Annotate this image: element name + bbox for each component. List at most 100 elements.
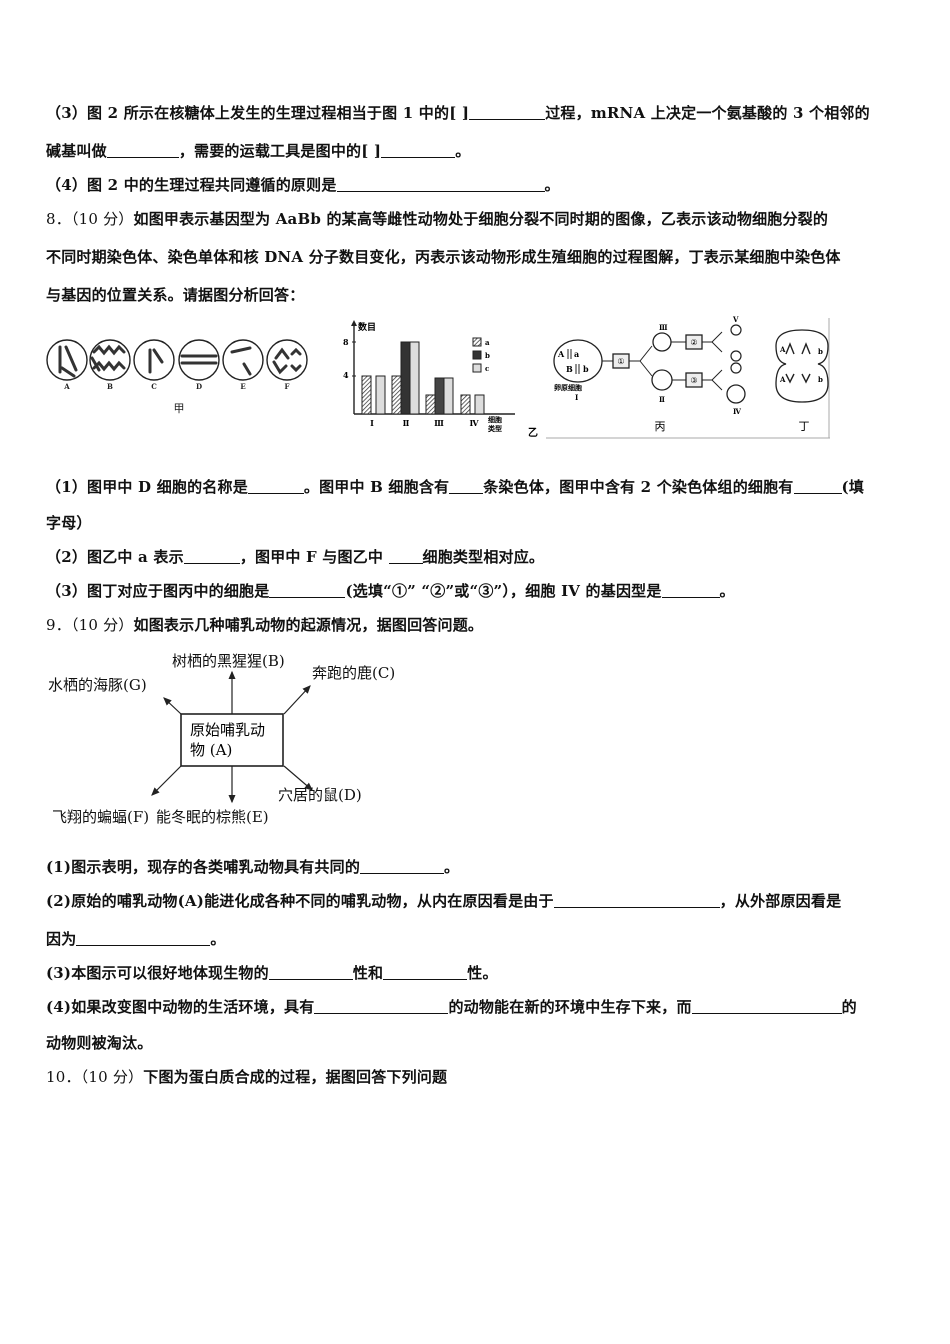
text: 细胞类型相对应。 [422, 548, 545, 566]
text: 的 [841, 998, 857, 1016]
svg-text:B: B [107, 382, 113, 391]
svg-text:a: a [485, 338, 490, 347]
svg-text:A: A [779, 375, 786, 384]
answer-blank[interactable] [469, 105, 546, 120]
svg-text:Ⅰ: Ⅰ [575, 393, 578, 402]
svg-text:Ⅴ: Ⅴ [732, 316, 739, 324]
figure-jia-cell-division: A B C D E F 甲 [46, 339, 308, 415]
text: 。 [210, 930, 226, 948]
svg-text:①: ① [617, 357, 624, 366]
figure-caption: 丁 [799, 420, 810, 433]
text: 的动物能在新的环境中生存下来，而 [448, 998, 692, 1016]
figure-caption: 乙 [528, 427, 538, 439]
text: (填 [841, 478, 865, 496]
svg-text:Ⅱ: Ⅱ [403, 418, 410, 428]
text: ，图甲中 F 与图乙中 [239, 548, 389, 566]
text: (4)如果改变图中动物的生活环境，具有 [46, 998, 315, 1016]
svg-text:奔跑的鹿(C): 奔跑的鹿(C) [312, 664, 395, 682]
answer-blank[interactable] [269, 583, 346, 598]
svg-text:Ⅳ: Ⅳ [469, 418, 479, 428]
q9-sub2-line2: 因为 。 [46, 928, 226, 949]
text: 碱基叫做 [46, 142, 107, 160]
text: 。 [455, 142, 471, 160]
answer-blank[interactable] [314, 999, 449, 1014]
svg-text:穴居的鼠(D): 穴居的鼠(D) [278, 786, 362, 804]
answer-blank[interactable] [691, 999, 842, 1014]
q9-sub3: (3)本图示可以很好地体现生物的 性和 性。 [46, 962, 498, 983]
text: 条染色体，图甲中含有 2 个染色体组的细胞有 [483, 478, 794, 496]
answer-blank[interactable] [183, 549, 240, 564]
q7-sub3-line1: （3）图 2 所示在核糖体上发生的生理过程相当于图 1 中的[ ] 过程，mRNA… [46, 102, 870, 123]
text: 性和 [352, 964, 384, 982]
figure-mammal-origin-diagram: 原始哺乳动 物 (A) 树栖的黑猩猩(B) 奔跑的鹿(C) 水栖的海豚(G) 穴… [48, 652, 395, 826]
svg-text:能冬眠的棕熊(E): 能冬眠的棕熊(E) [156, 808, 269, 826]
answer-blank[interactable] [383, 965, 468, 980]
svg-text:卵原细胞: 卵原细胞 [554, 383, 582, 392]
q8-sub3: （3）图丁对应于图丙中的细胞是(选填“①” “②”或“③”），细胞 IV 的基因… [46, 580, 735, 601]
svg-text:原始哺乳动: 原始哺乳动 [190, 721, 265, 739]
svg-text:b: b [485, 351, 490, 360]
text: ，从外部原因看是 [719, 892, 842, 910]
q9-sub4: (4)如果改变图中动物的生活环境，具有 的动物能在新的环境中生存下来，而 的 [46, 996, 857, 1017]
svg-text:8: 8 [343, 337, 349, 347]
text: （3）图丁对应于图丙中的细胞是 [46, 582, 270, 600]
text: 。 [719, 582, 735, 600]
answer-blank[interactable] [661, 583, 720, 598]
q8-stem-line2: 不同时期染色体、染色单体和核 DNA 分子数目变化，丙表示该动物形成生殖细胞的过… [46, 246, 841, 267]
answer-blank[interactable] [106, 143, 179, 158]
svg-text:Ⅲ: Ⅲ [434, 418, 444, 428]
answer-blank[interactable] [247, 479, 304, 494]
text: 过程，mRNA 上决定一个氨基酸的 3 个相邻的 [545, 104, 870, 122]
answer-blank[interactable] [360, 859, 445, 874]
text: 性。 [467, 964, 498, 982]
text: 字母） [46, 514, 92, 532]
svg-text:E: E [240, 382, 245, 391]
q8-sub1: （1）图甲中 D 细胞的名称是。图甲中 B 细胞含有条染色体，图甲中含有 2 个… [46, 476, 864, 497]
answer-blank[interactable] [336, 177, 545, 192]
question-number: 8．（10 分） [46, 210, 134, 228]
text: （1）图甲中 D 细胞的名称是 [46, 478, 248, 496]
text: 。 [544, 176, 560, 194]
text: 不同时期染色体、染色单体和核 DNA 分子数目变化，丙表示该动物形成生殖细胞的过… [46, 248, 841, 266]
svg-text:Ⅲ: Ⅲ [659, 323, 668, 332]
svg-text:A: A [779, 345, 786, 354]
text: 因为 [46, 930, 77, 948]
text: （2）图乙中 a 表示 [46, 548, 184, 566]
text: 下图为蛋白质合成的过程，据图回答下列问题 [143, 1068, 448, 1086]
question-number: 9．（10 分） [46, 616, 134, 634]
figure-yi-bar-chart: 数目 8 4 Ⅰ Ⅱ Ⅲ Ⅳ 细胞 类型 a b c 乙 [343, 320, 538, 439]
text: (2)原始的哺乳动物(A)能进化成各种不同的哺乳动物，从内在原因看是由于 [46, 892, 554, 910]
text: （3）图 2 所示在核糖体上发生的生理过程相当于图 1 中的[ ] [46, 104, 470, 122]
answer-blank[interactable] [553, 893, 720, 908]
svg-text:C: C [151, 382, 157, 391]
q7-sub4: （4）图 2 中的生理过程共同遵循的原则是 。 [46, 174, 560, 195]
text: 与基因的位置关系。请据图分析回答： [46, 286, 305, 304]
svg-text:数目: 数目 [358, 321, 376, 333]
text: （4）图 2 中的生理过程共同遵循的原则是 [46, 176, 337, 194]
svg-text:b: b [818, 375, 823, 384]
answer-blank[interactable] [268, 965, 353, 980]
svg-text:F: F [285, 382, 290, 391]
answer-blank[interactable] [76, 931, 211, 946]
figure-bing-ding: A a B b 卵原细胞 Ⅰ ① Ⅲ Ⅱ ② ③ Ⅴ Ⅳ 丙 A b A b 丁 [546, 316, 830, 439]
svg-text:树栖的黑猩猩(B): 树栖的黑猩猩(B) [172, 652, 285, 670]
text: (3)本图示可以很好地体现生物的 [46, 964, 269, 982]
figure-caption: 甲 [174, 402, 185, 415]
answer-blank[interactable] [793, 479, 842, 494]
answer-blank[interactable] [449, 479, 484, 494]
text: 如图甲表示基因型为 AaBb 的某高等雌性动物处于细胞分裂不同时期的图像，乙表示… [133, 210, 829, 228]
svg-text:飞翔的蝙蝠(F): 飞翔的蝙蝠(F) [52, 808, 149, 826]
q9-stem: 9．（10 分）如图表示几种哺乳动物的起源情况，据图回答问题。 [46, 614, 483, 635]
text: 如图表示几种哺乳动物的起源情况，据图回答问题。 [133, 616, 484, 634]
text: 动物则被淘汰。 [46, 1034, 153, 1052]
answer-blank[interactable] [388, 549, 423, 564]
svg-text:D: D [196, 382, 202, 391]
svg-text:②: ② [690, 338, 697, 347]
question-number: 10．（10 分） [46, 1068, 144, 1086]
svg-text:A: A [63, 382, 70, 391]
svg-text:b: b [583, 364, 589, 374]
svg-text:③: ③ [690, 376, 697, 385]
answer-blank[interactable] [381, 143, 456, 158]
svg-text:a: a [574, 349, 579, 359]
svg-text:A: A [557, 349, 565, 359]
